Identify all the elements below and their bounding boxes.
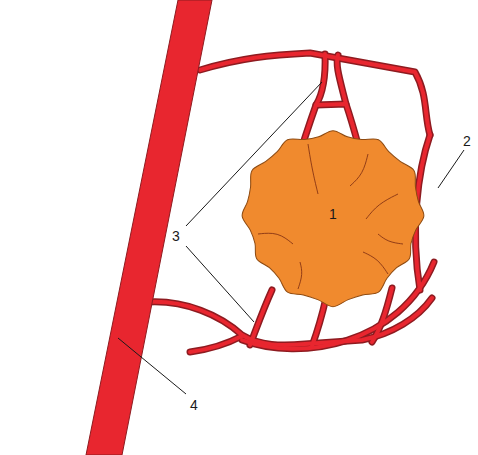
tumor-vessel: [308, 144, 318, 194]
callout-number: 1: [329, 207, 337, 221]
main-artery: [86, 0, 212, 455]
tumor-vessel: [350, 154, 368, 186]
callout-number: 4: [190, 398, 198, 412]
callout-number: 3: [172, 229, 180, 243]
tumor-body: [242, 131, 424, 307]
leader-line: [118, 82, 464, 394]
callout-number: 2: [463, 134, 471, 148]
tumor-vessel: [378, 234, 403, 244]
tumor-vessel: [363, 252, 388, 274]
tumor-vessel: [258, 233, 293, 244]
tumor-vessel: [366, 194, 398, 219]
tumor-mass: 1: [238, 124, 428, 308]
tumor-vessel: [298, 262, 302, 289]
